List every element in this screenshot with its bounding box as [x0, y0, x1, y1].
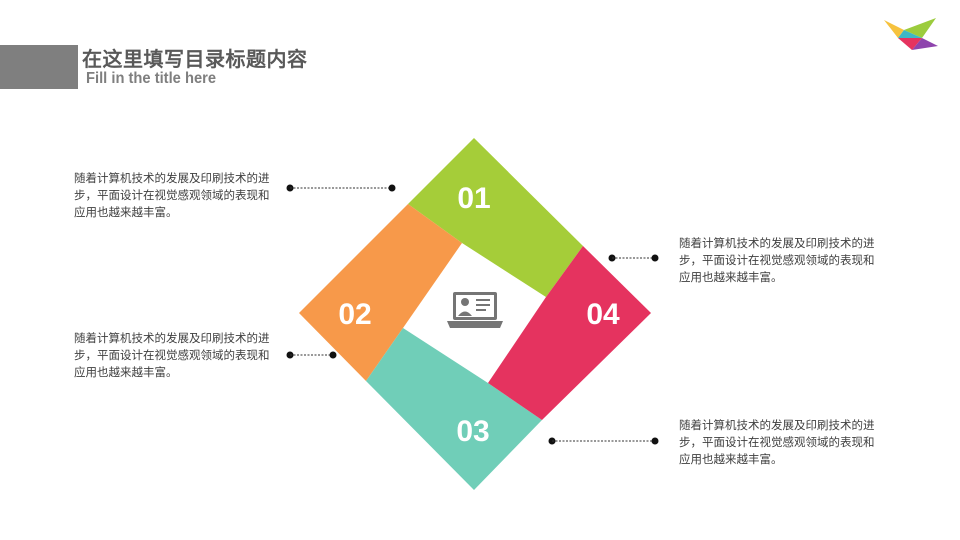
segment-02[interactable]: [299, 204, 462, 381]
connector-02: [286, 351, 337, 359]
page-title: 在这里填写目录标题内容: [82, 49, 308, 71]
connector-03: [548, 437, 659, 445]
segment-04-number: 04: [586, 298, 620, 331]
description-04: 随着计算机技术的发展及印刷技术的进步，平面设计在视觉感观领域的表现和应用也越来越…: [679, 238, 875, 284]
segment-03-number: 03: [456, 415, 489, 448]
segment-02-number: 02: [338, 298, 371, 331]
presentation-laptop-icon: [447, 292, 503, 328]
description-02: 随着计算机技术的发展及印刷技术的进步，平面设计在视觉感观领域的表现和应用也越来越…: [74, 333, 270, 379]
description-03: 随着计算机技术的发展及印刷技术的进步，平面设计在视觉感观领域的表现和应用也越来越…: [679, 420, 875, 466]
origami-bird-logo-icon: [884, 18, 938, 50]
segment-03[interactable]: [366, 328, 542, 490]
page-subtitle: Fill in the title here: [86, 70, 217, 87]
segment-01-number: 01: [457, 182, 490, 215]
connector-04: [608, 254, 659, 262]
segment-01[interactable]: [408, 138, 583, 297]
description-01: 随着计算机技术的发展及印刷技术的进步，平面设计在视觉感观领域的表现和应用也越来越…: [74, 173, 270, 219]
connector-01: [286, 184, 396, 192]
segment-04[interactable]: [488, 246, 651, 420]
header-accent-bar: [0, 45, 78, 89]
